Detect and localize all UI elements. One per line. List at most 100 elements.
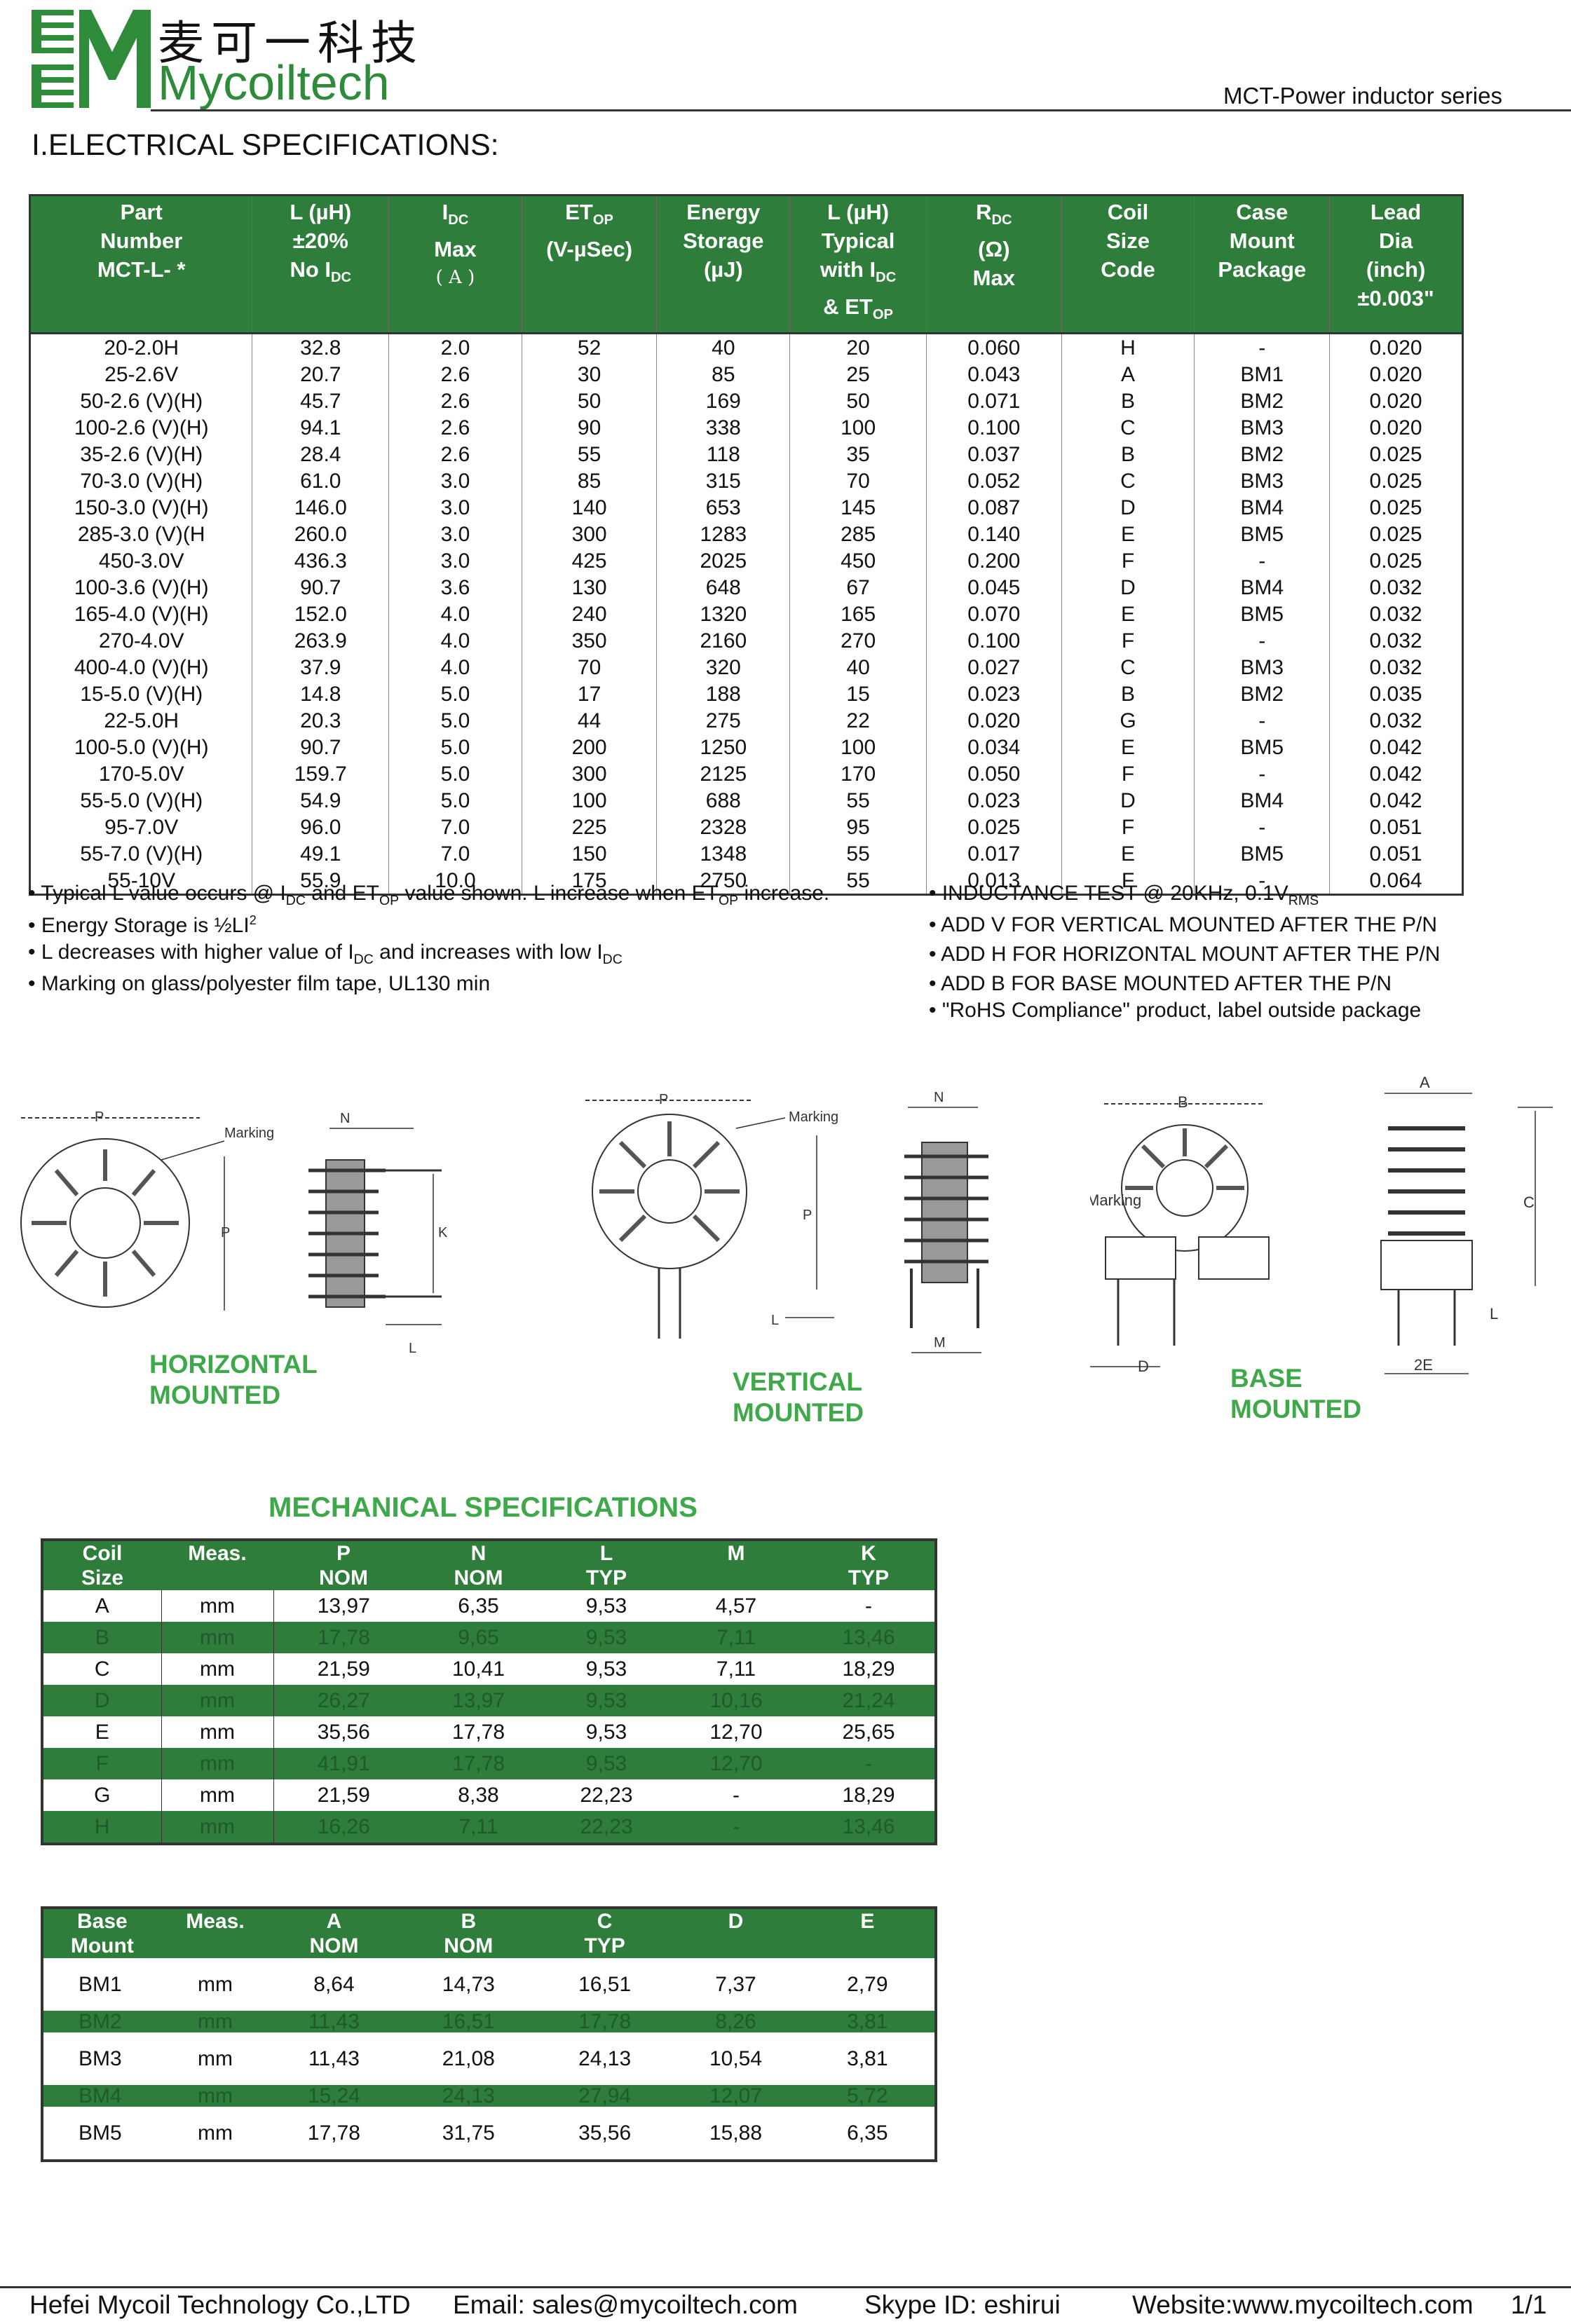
header-rdc: RDC (Ω) Max [925,195,1062,334]
spec-cell: 2025 [656,547,790,575]
footer-website[interactable]: Website:www.mycoiltech.com [1132,2290,1474,2319]
spec-cell: 25-2.6V [104,362,179,386]
spec-cell: 285 [789,521,927,548]
spec-cell: 55-5.0 (V)(H) [80,788,203,812]
spec-cell: 0.037 [925,441,1062,468]
spec-cell: 15 [789,681,927,708]
section-title: I.ELECTRICAL SPECIFICATIONS: [32,128,499,162]
spec-cell: 2.6 [388,414,522,442]
spec-cell: 90.7 [252,734,389,761]
spec-cell: 55-7.0 (V)(H) [80,842,203,866]
spec-cell: 0.051 [1329,814,1463,841]
base-cell: 3,81 [800,2011,936,2032]
spec-cell: 90.7 [252,574,389,601]
spec-cell: 25 [789,361,927,388]
header-energy-storage: Energy Storage (µJ) [656,195,790,334]
spec-cell: 20-2.0H [29,332,252,362]
spec-cell: 0.020 [1329,332,1463,362]
base-cell: 35,56 [578,2121,632,2145]
spec-cell: 100-2.6 (V)(H) [74,416,209,439]
spec-cell: 0.100 [925,627,1062,655]
dim-k: K [438,1225,448,1240]
spec-cell: 22-5.0H [104,709,179,732]
spec-cell: 0.051 [1329,840,1463,868]
spec-cell: 4.0 [388,627,522,655]
spec-cell: 653 [656,494,790,521]
mech-cell: 22,23 [580,1783,633,1807]
header-coil-size: Coil Size Code [1061,195,1195,334]
mech-cell: mm [161,1590,274,1622]
spec-cell: 159.7 [252,760,389,788]
spec-cell: BM2 [1194,681,1330,708]
spec-cell: 0.025 [1329,521,1463,548]
note-energy-storage: • Energy Storage is ½LI2 [28,913,257,937]
spec-cell: 0.025 [1329,441,1463,468]
spec-cell: 15-5.0 (V)(H) [80,682,203,706]
spec-cell: 4.0 [388,654,522,681]
spec-cell: BM4 [1194,494,1330,521]
note-add-b: • ADD B FOR BASE MOUNTED AFTER THE P/N [929,972,1392,995]
mech-cell: 12,70 [669,1748,803,1779]
spec-cell: 0.032 [1329,574,1463,601]
spec-cell: 146.0 [252,494,389,521]
spec-cell: 3.0 [388,547,522,575]
mech-cell: 13,46 [803,1622,936,1653]
spec-cell: 2125 [656,760,790,788]
spec-cell: - [1194,547,1330,575]
spec-cell: 20.7 [252,361,389,388]
spec-cell: D [1061,574,1195,601]
spec-cell: 225 [521,814,657,841]
base-cell: BM3 [79,2046,122,2070]
dim-p-side-v: P [803,1208,812,1223]
spec-cell: BM5 [1194,521,1330,548]
base-cell: BM1 [79,1972,122,1996]
base-cell: mm [161,2011,270,2032]
spec-cell: 338 [656,414,790,442]
spec-cell: 0.023 [925,787,1062,814]
spec-cell: 95-7.0V [104,815,179,839]
spec-cell: BM3 [1194,467,1330,495]
spec-cell: 30 [521,361,657,388]
footer-email[interactable]: Email: sales@mycoiltech.com [453,2290,798,2319]
header-inductance-typical: L (µH) Typical with IDC & ETOP [789,195,927,334]
spec-cell: 2.6 [388,388,522,415]
mech-cell: 12,70 [709,1720,763,1744]
mech-cell: 22,23 [543,1811,669,1844]
note-add-v: • ADD V FOR VERTICAL MOUNTED AFTER THE P… [929,913,1438,936]
spec-cell: 95 [789,814,927,841]
spec-cell: 5.0 [388,707,522,734]
spec-cell: 0.020 [925,707,1062,734]
dim-l-h: L [409,1341,416,1356]
spec-cell: BM5 [1194,734,1330,761]
mech-cell: 9,53 [585,1594,627,1618]
spec-cell: 55-10V [107,868,176,892]
footer-divider [0,2286,1571,2288]
spec-cell: 188 [656,681,790,708]
spec-cell: F [1061,814,1195,841]
mech-cell: mm [161,1811,274,1844]
spec-cell: 260.0 [252,521,389,548]
spec-cell: - [1194,627,1330,655]
spec-cell: 0.025 [1329,494,1463,521]
spec-cell: F [1061,760,1195,788]
mech-cell: 21,59 [317,1783,370,1807]
base-header-d: D [671,1908,801,1958]
dim-l-b: L [1490,1305,1498,1322]
base-cell: 8,26 [671,2011,801,2032]
